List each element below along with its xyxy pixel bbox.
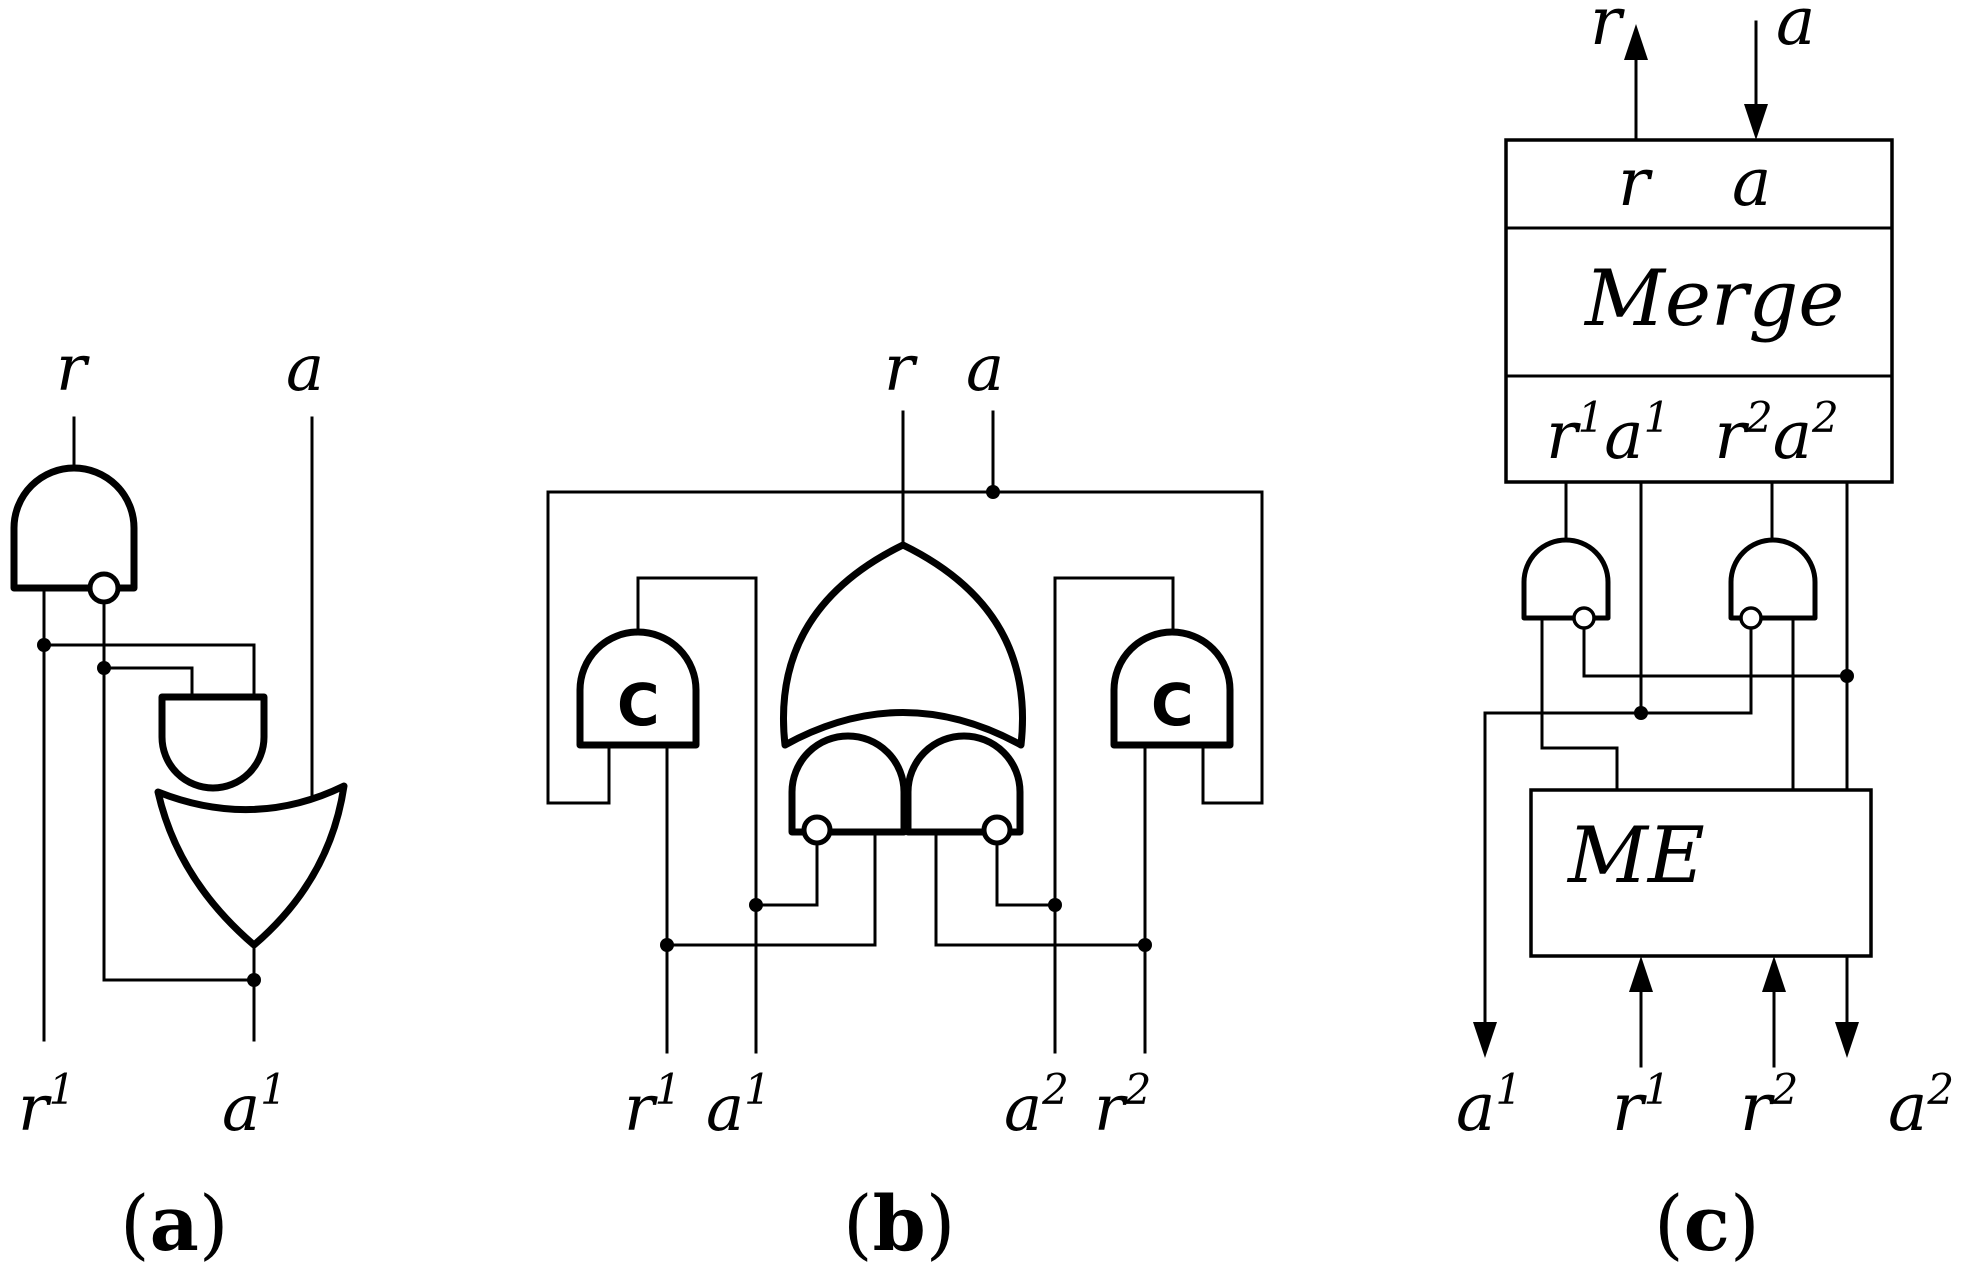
- panel-a-and-gate-top: [10, 464, 138, 592]
- panel-c-label-a-top: a: [1776, 0, 1815, 60]
- panel-a-label-r1: r1: [18, 1065, 75, 1146]
- panel-b-label-r: r: [884, 332, 918, 406]
- arrow-a-down: [1744, 104, 1768, 140]
- panel-b-bubble-left: [801, 814, 833, 846]
- panel-c-label-r2: r2: [1740, 1065, 1798, 1146]
- merge-block: [1504, 138, 1894, 484]
- panel-b-c-label-right: C: [1151, 671, 1194, 739]
- panel-a-label-a1: a1: [222, 1065, 287, 1146]
- me-block-name: ME: [1566, 811, 1705, 901]
- panel-c-label-r1: r1: [1612, 1065, 1670, 1146]
- arrow-r2-up: [1762, 956, 1786, 992]
- panel-b-wires: [546, 410, 1264, 1054]
- arrow-r-up: [1624, 24, 1648, 60]
- panel-c-bubble-left: [1572, 606, 1596, 630]
- merge-port-r: r: [1618, 144, 1653, 221]
- panel-c-gate-left: [1521, 537, 1611, 621]
- panel-b-label-r2: r2: [1094, 1065, 1151, 1146]
- panel-a-inverter-bubble: [87, 571, 121, 605]
- panel-c-caption: (c): [1654, 1179, 1760, 1266]
- panel-b-bubble-right: [981, 814, 1013, 846]
- panel-c-bubble-right: [1739, 606, 1763, 630]
- arrow-a2-down: [1835, 1022, 1859, 1058]
- panel-b: C C r a r1 a1 a2 r2 (b): [546, 332, 1264, 1266]
- me-block: [1529, 788, 1873, 958]
- panel-c-gate-right: [1728, 537, 1818, 621]
- merge-port-a: a: [1732, 144, 1771, 221]
- panel-c-label-a2: a2: [1888, 1065, 1954, 1146]
- panel-b-label-a2: a2: [1004, 1065, 1069, 1146]
- arrow-r1-up: [1629, 956, 1653, 992]
- panel-a-caption: (a): [120, 1179, 229, 1266]
- panel-b-and-gate-right: [904, 732, 1024, 836]
- panel-a-or-gate: [154, 782, 348, 949]
- panel-a: r a r1 a1 (a): [10, 332, 348, 1266]
- merge-block-name: Merge: [1583, 254, 1844, 344]
- panel-b-caption: (b): [843, 1179, 955, 1266]
- panel-b-label-a: a: [966, 332, 1004, 406]
- panel-b-c-label-left: C: [617, 671, 660, 739]
- panel-a-label-r: r: [56, 332, 90, 406]
- arrow-a1-down: [1473, 1022, 1497, 1058]
- panel-b-c-element-right: [1110, 628, 1234, 749]
- panel-c-label-r-top: r: [1590, 0, 1625, 60]
- panel-b-label-r1: r1: [624, 1065, 681, 1146]
- panel-b-and-gate-left: [788, 732, 908, 836]
- panel-b-or-gate: [780, 541, 1026, 749]
- panel-a-label-a: a: [286, 332, 324, 406]
- panel-c-label-a1: a1: [1456, 1065, 1522, 1146]
- panel-b-label-a1: a1: [706, 1065, 771, 1146]
- panel-b-c-element-left: [576, 628, 700, 749]
- panel-a-and-gate-lower: [158, 693, 268, 792]
